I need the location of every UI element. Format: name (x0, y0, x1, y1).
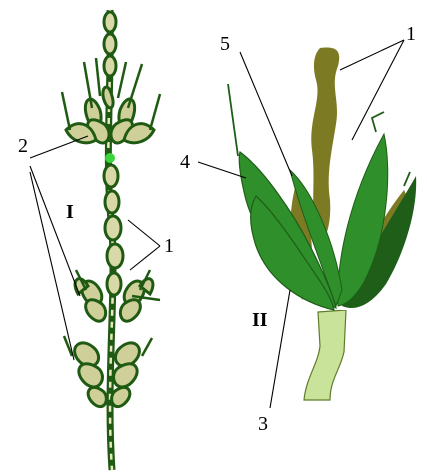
node-marker (105, 153, 115, 163)
panel-II-label: II (252, 309, 268, 331)
leaders-panel-I (30, 136, 160, 360)
label-2-left: 2 (18, 135, 28, 157)
label-5: 5 (220, 33, 230, 55)
pale-stem (304, 310, 346, 400)
spikelet-illustration (228, 48, 416, 400)
spike-illustration (62, 10, 160, 470)
label-1-left: 1 (164, 235, 174, 257)
label-1-right: 1 (406, 23, 416, 45)
panel-I-label: I (66, 201, 74, 223)
label-4: 4 (180, 151, 190, 173)
label-3: 3 (258, 413, 268, 435)
